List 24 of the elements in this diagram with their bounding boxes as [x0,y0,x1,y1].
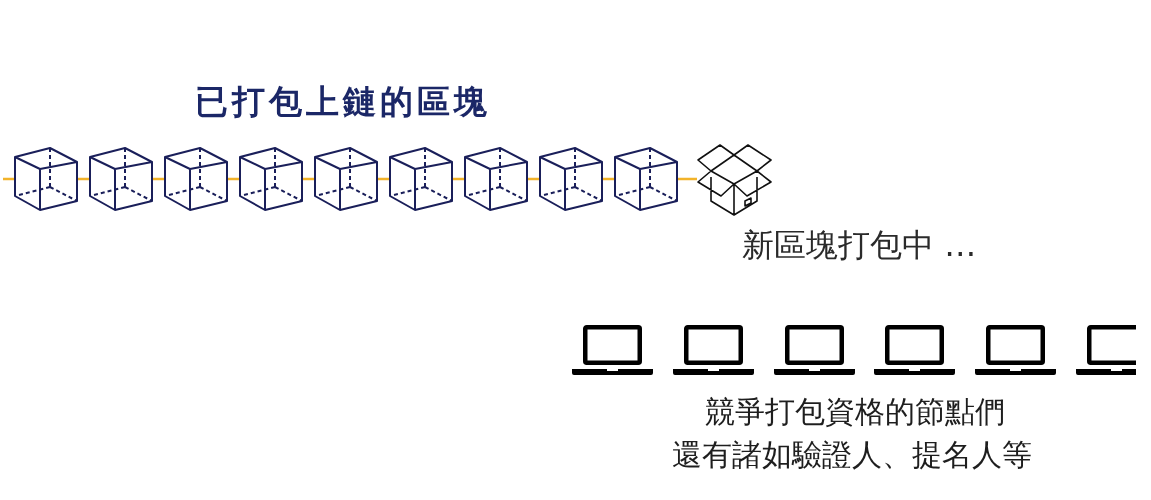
chain-link [228,177,239,181]
cube-icon [314,147,378,211]
chain-link [378,177,389,181]
status-text: 新區塊打包中 … [742,226,977,265]
cube-icon [539,147,603,211]
chain-link [303,177,314,181]
cube-icon [239,147,303,211]
cube-icon [614,147,678,211]
chain-link [528,177,539,181]
caption-text: 競爭打包資格的節點們 [704,394,1006,430]
chain-link [678,177,697,181]
title: 已打包上鏈的區塊 [195,82,491,122]
cube-icon [389,147,453,211]
chain-link [78,177,89,181]
cube-icon [14,147,78,211]
open-box-icon [697,144,772,216]
caption-text: 還有諸如驗證人、提名人等 [671,437,1033,473]
cube-icon [164,147,228,211]
chain-link [453,177,464,181]
chain-link [153,177,164,181]
cube-icon [464,147,528,211]
chain-link [603,177,614,181]
chain-link [3,177,14,181]
cube-icon [89,147,153,211]
